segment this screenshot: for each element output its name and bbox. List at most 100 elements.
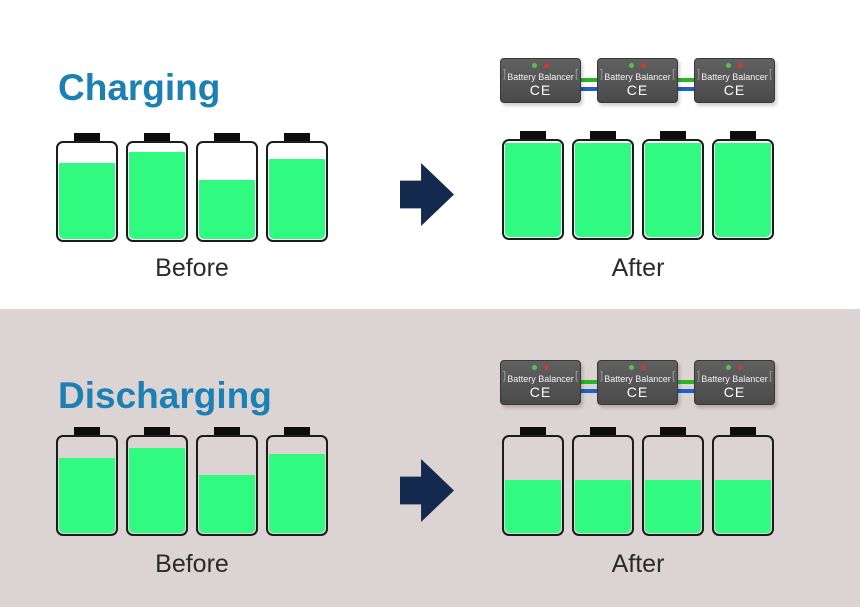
battery-balancer-unit: ]Battery Balancer[ CE <box>500 58 581 103</box>
battery <box>502 427 564 536</box>
battery <box>642 131 704 240</box>
red-led-icon <box>544 365 549 370</box>
status-leds <box>598 365 677 370</box>
ce-mark: CE <box>529 82 552 98</box>
battery-body <box>502 435 564 536</box>
battery <box>56 427 118 536</box>
green-led-icon <box>532 365 537 370</box>
battery-charge-fill <box>59 163 115 239</box>
battery-body <box>196 435 258 536</box>
balancer-label-row: ]Battery Balancer[ <box>695 68 774 83</box>
balancer-label: Battery Balancer <box>604 374 671 384</box>
battery-terminal-cap <box>284 133 310 142</box>
battery <box>642 427 704 536</box>
battery-body <box>266 435 328 536</box>
ce-mark: CE <box>723 82 746 98</box>
balancer-label: Battery Balancer <box>701 72 768 82</box>
battery-terminal-cap <box>144 427 170 436</box>
battery <box>56 133 118 242</box>
battery <box>126 133 188 242</box>
red-led-icon <box>641 63 646 68</box>
battery-body <box>56 435 118 536</box>
right-contact-bracket: [ <box>671 68 675 80</box>
balancer-row-discharging: ]Battery Balancer[CE]Battery Balancer[CE… <box>500 360 775 405</box>
battery-body <box>642 139 704 240</box>
battery-charge-fill <box>645 142 701 237</box>
charging-title: Charging <box>58 66 221 108</box>
balancer-label-row: ]Battery Balancer[ <box>598 68 677 83</box>
battery-charge-fill <box>269 454 325 533</box>
battery-body <box>266 141 328 242</box>
discharging-title: Discharging <box>58 374 272 416</box>
battery-body <box>712 435 774 536</box>
battery-body <box>502 139 564 240</box>
battery <box>266 427 328 536</box>
battery-terminal-cap <box>590 131 616 140</box>
battery-balancer-unit: ]Battery Balancer[CE <box>694 360 775 405</box>
battery-charge-fill <box>505 142 561 237</box>
left-contact-bracket: ] <box>600 370 604 382</box>
battery-charge-fill <box>199 474 255 533</box>
battery-terminal-cap <box>590 427 616 436</box>
right-contact-bracket: [ <box>768 370 772 382</box>
battery-body <box>56 141 118 242</box>
battery-body <box>572 139 634 240</box>
battery-charge-fill <box>199 179 255 239</box>
status-leds <box>695 63 774 68</box>
status-leds <box>501 63 580 68</box>
battery-charge-fill <box>715 479 771 533</box>
balancer-units: ]Battery Balancer[CE]Battery Balancer[CE… <box>500 360 775 405</box>
battery <box>712 427 774 536</box>
battery-terminal-cap <box>284 427 310 436</box>
battery-charge-fill <box>129 447 185 533</box>
ce-mark: CE <box>529 384 552 400</box>
battery <box>572 427 634 536</box>
battery-terminal-cap <box>730 131 756 140</box>
right-contact-bracket: [ <box>574 68 578 80</box>
battery-terminal-cap <box>520 131 546 140</box>
right-contact-bracket: [ <box>671 370 675 382</box>
green-led-icon <box>629 63 634 68</box>
charging-section: Charging ]Battery Balancer[CE]Battery Ba… <box>56 58 775 282</box>
battery <box>266 133 328 242</box>
battery-body <box>126 141 188 242</box>
left-contact-bracket: ] <box>503 370 507 382</box>
battery-body <box>126 435 188 536</box>
battery-terminal-cap <box>214 133 240 142</box>
balancer-label-row: ]Battery Balancer[ <box>501 370 580 385</box>
right-contact-bracket: [ <box>768 68 772 80</box>
left-contact-bracket: ] <box>697 370 701 382</box>
battery-balancer-unit: ]Battery Balancer[CE <box>694 58 775 103</box>
right-contact-bracket: [ <box>574 370 578 382</box>
ce-mark: CE <box>626 82 649 98</box>
battery <box>502 131 564 240</box>
battery-body <box>196 141 258 242</box>
battery <box>196 133 258 242</box>
left-contact-bracket: ] <box>697 68 701 80</box>
balancer-label-row: ]Battery Balancer[ <box>598 370 677 385</box>
green-led-icon <box>726 365 731 370</box>
battery-charge-fill <box>645 479 701 533</box>
battery-balancer-unit: ]Battery Balancer[CE <box>500 360 581 405</box>
battery-body <box>712 139 774 240</box>
battery <box>572 131 634 240</box>
right-arrow-icon <box>400 459 454 522</box>
balancer-label-row: ]Battery Balancer[ <box>695 370 774 385</box>
balancer-label: Battery Balancer <box>507 72 574 82</box>
discharging-before-label: Before <box>155 550 229 578</box>
status-leds <box>501 365 580 370</box>
left-contact-bracket: ] <box>503 68 507 80</box>
battery <box>126 427 188 536</box>
green-led-icon <box>629 365 634 370</box>
discharging-after-label: After <box>611 550 665 578</box>
battery-charge-fill <box>269 159 325 239</box>
red-led-icon <box>544 63 549 68</box>
ce-mark: CE <box>626 384 649 400</box>
balancer-units: ]Battery Balancer[CE]Battery Balancer[CE… <box>500 58 775 103</box>
red-led-icon <box>738 63 743 68</box>
right-arrow-icon <box>400 163 454 226</box>
battery-terminal-cap <box>660 131 686 140</box>
charging-after-label: After <box>611 254 665 282</box>
left-contact-bracket: ] <box>600 68 604 80</box>
